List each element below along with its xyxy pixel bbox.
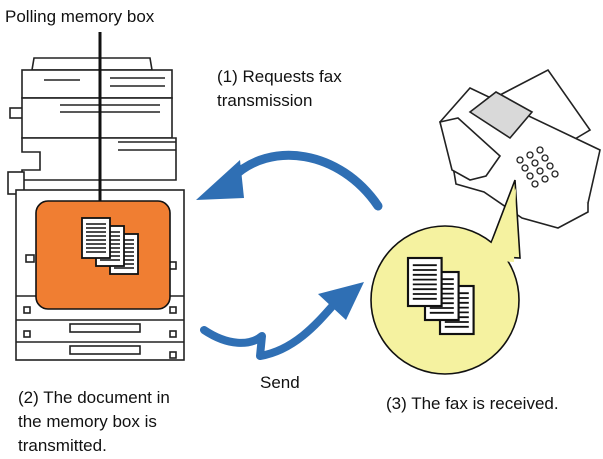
- polling-box-label: Polling memory box: [5, 7, 155, 26]
- step2-label-line2: the memory box is: [18, 412, 157, 431]
- send-arrow: [200, 282, 364, 360]
- fax-machine-icon: [439, 68, 601, 229]
- step2-label-line1: (2) The document in: [18, 388, 170, 407]
- step1-label-line2: transmission: [217, 91, 313, 110]
- step1-label-line1: (1) Requests fax: [217, 67, 342, 86]
- step3-label: (3) The fax is received.: [386, 394, 559, 413]
- step2-label-line3: transmitted.: [18, 436, 107, 455]
- send-label: Send: [260, 373, 300, 392]
- request-arrow: [196, 150, 383, 211]
